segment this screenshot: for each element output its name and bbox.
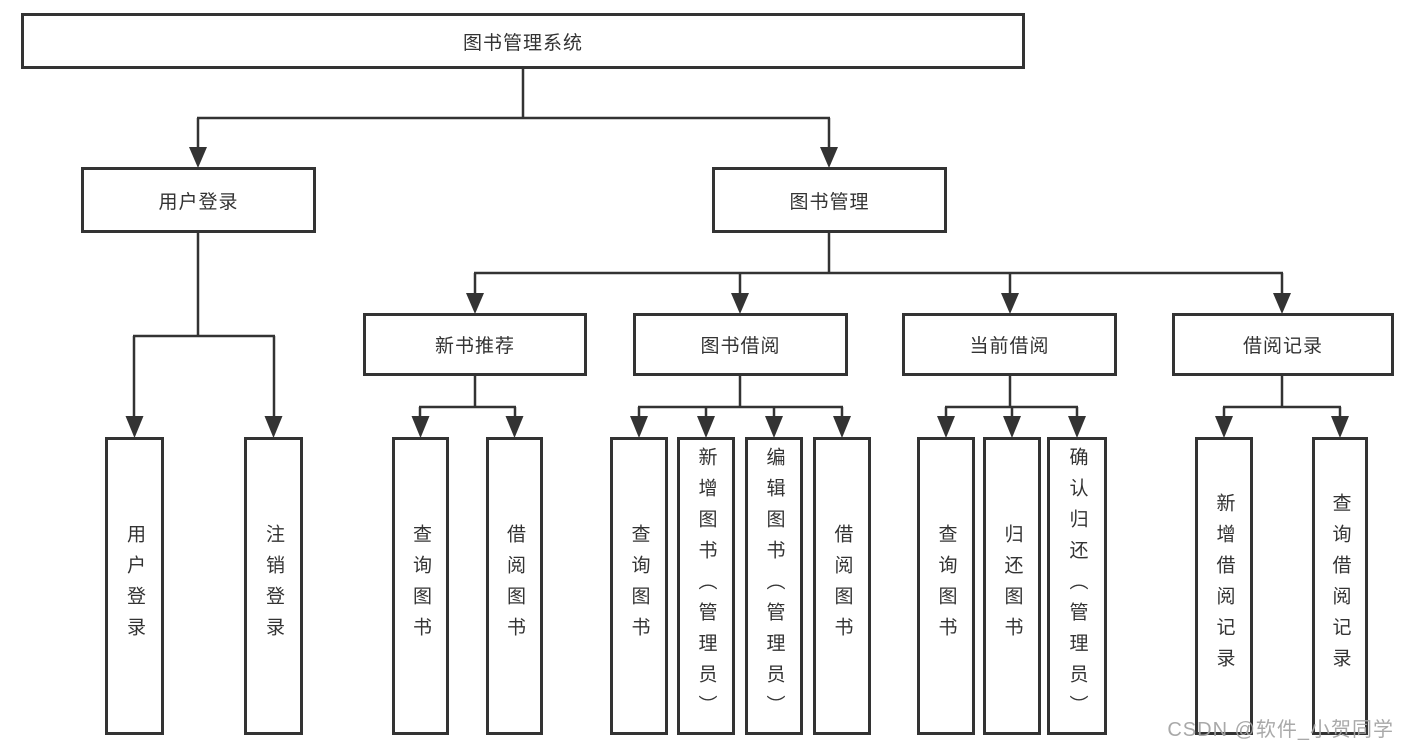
node-label: 新书推荐 [434, 336, 515, 357]
arrowhead-icon [264, 416, 283, 438]
arrowhead-icon [1003, 416, 1021, 438]
node-borrowing-records: 借阅记录 [1172, 313, 1394, 376]
node-label: 当前借阅 [969, 336, 1050, 357]
node-label: 查询借阅记录 [1329, 493, 1351, 679]
leaf-confirm-return-admin: 确认归还（管理员） [1047, 437, 1107, 735]
arrowhead-icon [1001, 293, 1019, 314]
arrowhead-icon [189, 147, 207, 168]
leaf-query-books-recommend: 查询图书 [392, 437, 449, 735]
node-label: 查询图书 [935, 524, 957, 648]
arrowhead-icon [731, 293, 749, 314]
arrowhead-icon [697, 416, 715, 438]
node-user-login: 用户登录 [81, 167, 316, 233]
node-label: 编辑图书（管理员） [763, 446, 785, 726]
node-label: 注销登录 [263, 524, 284, 648]
node-label: 新增借阅记录 [1213, 493, 1235, 679]
node-book-borrowing: 图书借阅 [633, 313, 848, 376]
leaf-add-books-admin: 新增图书（管理员） [677, 437, 735, 735]
arrowhead-icon [630, 416, 648, 438]
leaf-add-borrow-record: 新增借阅记录 [1195, 437, 1253, 735]
arrowhead-icon [937, 416, 955, 438]
node-label: 查询图书 [628, 524, 650, 648]
leaf-logout: 注销登录 [244, 437, 303, 735]
node-label: 图书管理 [789, 191, 870, 213]
node-current-borrowing: 当前借阅 [902, 313, 1117, 376]
arrowhead-icon [1068, 416, 1086, 438]
node-label: 归还图书 [1001, 524, 1023, 648]
leaf-user-login: 用户登录 [105, 437, 164, 735]
arrowhead-icon [411, 416, 430, 438]
leaf-query-borrow-record: 查询借阅记录 [1312, 437, 1368, 735]
leaf-edit-books-admin: 编辑图书（管理员） [745, 437, 803, 735]
watermark: CSDN @软件_小贺同学 [1167, 719, 1394, 741]
node-root-system: 图书管理系统 [21, 13, 1025, 69]
arrowhead-icon [1331, 416, 1349, 438]
node-label: 借阅图书 [831, 524, 853, 648]
arrowhead-icon [820, 147, 838, 168]
node-new-book-recommend: 新书推荐 [363, 313, 587, 376]
node-label: 借阅图书 [504, 524, 525, 648]
leaf-query-books-current: 查询图书 [917, 437, 975, 735]
leaf-return-books: 归还图书 [983, 437, 1041, 735]
arrowhead-icon [466, 293, 484, 314]
node-book-management: 图书管理 [712, 167, 947, 233]
node-label: 查询图书 [410, 524, 431, 648]
arrowhead-icon [765, 416, 783, 438]
leaf-query-books-borrowing: 查询图书 [610, 437, 668, 735]
node-label: 图书借阅 [700, 336, 781, 357]
node-label: 图书管理系统 [462, 32, 583, 54]
leaf-borrow-books-borrowing: 借阅图书 [813, 437, 871, 735]
leaf-borrow-books-recommend: 借阅图书 [486, 437, 543, 735]
connector-line [132, 68, 1342, 419]
node-label: 用户登录 [124, 524, 145, 648]
node-label: 借阅记录 [1242, 336, 1323, 357]
arrowhead-icon [505, 416, 524, 438]
arrowhead-icon [125, 416, 144, 438]
arrowhead-icon [1215, 416, 1233, 438]
node-label: 新增图书（管理员） [695, 446, 717, 726]
arrowhead-icon [1273, 293, 1291, 314]
node-label: 用户登录 [158, 191, 239, 213]
node-label: 确认归还（管理员） [1066, 446, 1088, 726]
arrowhead-icon [833, 416, 851, 438]
